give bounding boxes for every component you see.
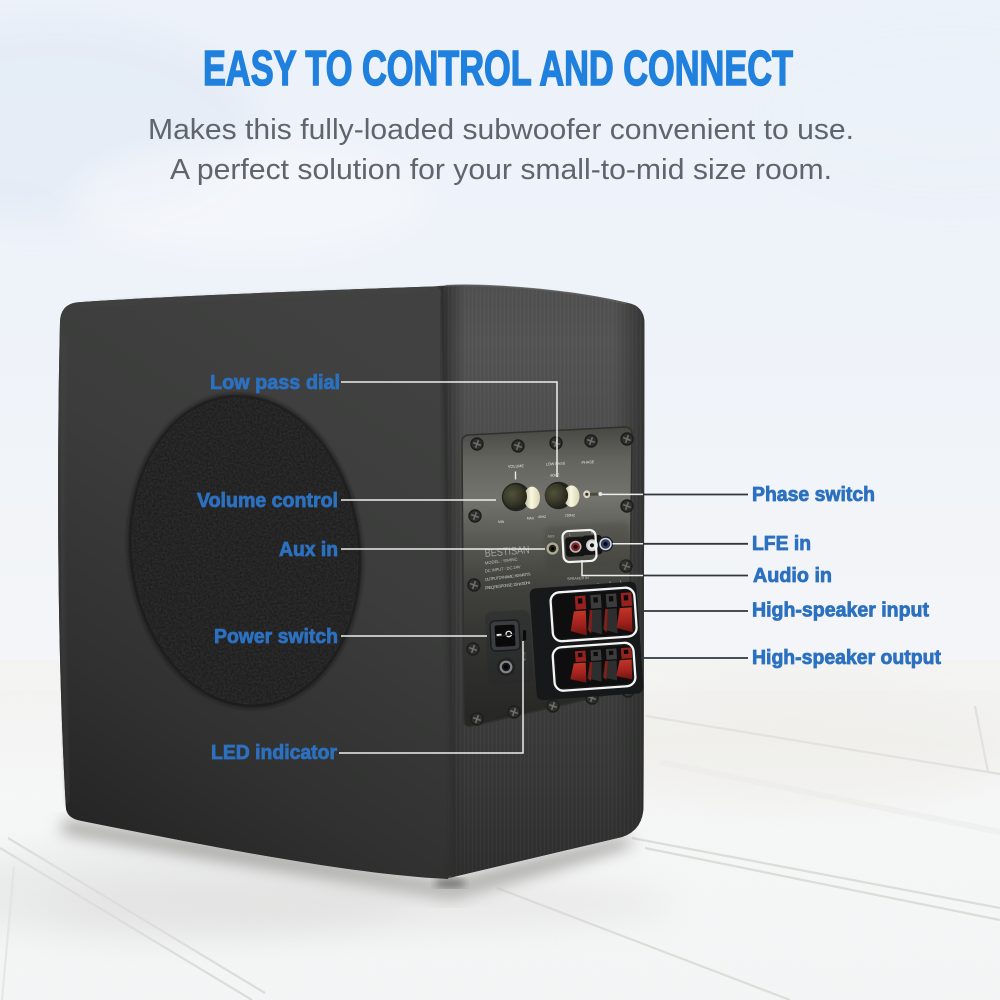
svg-text:VOLUME: VOLUME	[508, 464, 525, 469]
svg-text:MAX: MAX	[527, 517, 535, 521]
svg-text:80HZ: 80HZ	[550, 473, 560, 478]
svg-text:SPEAKER IN: SPEAKER IN	[567, 576, 589, 581]
svg-text:Power switch: Power switch	[214, 625, 338, 648]
svg-text:BESTISAN: BESTISAN	[484, 544, 530, 560]
svg-text:LOW PASS: LOW PASS	[546, 461, 566, 466]
svg-text:OUTPUT DYNAMIC : 60 WATTS: OUTPUT DYNAMIC : 60 WATTS	[485, 571, 532, 582]
svg-text:Phase switch: Phase switch	[752, 483, 875, 506]
svg-text:Aux in: Aux in	[279, 538, 338, 561]
svg-text:Audio in: Audio in	[753, 564, 832, 587]
svg-text:Low pass dial: Low pass dial	[210, 371, 340, 394]
svg-text:40HZ: 40HZ	[538, 515, 546, 519]
svg-text:High-speaker output: High-speaker output	[752, 646, 941, 669]
svg-text:+: +	[609, 581, 611, 585]
svg-text:MODEL : SW65C: MODEL : SW65C	[485, 557, 518, 566]
svg-text:DC INPUT : DC 24V: DC INPUT : DC 24V	[485, 564, 522, 573]
svg-text:A perfect solution for your sm: A perfect solution for your small-to-mid…	[170, 154, 832, 186]
svg-text:Volume control: Volume control	[197, 489, 338, 512]
svg-text:LFE in: LFE in	[752, 532, 811, 555]
svg-text:Makes this fully-loaded subwoo: Makes this fully-loaded subwoofer conven…	[148, 114, 854, 146]
svg-text:FREQ RESPONSE : 25Hz-200Hz: FREQ RESPONSE : 25Hz-200Hz	[485, 580, 531, 591]
svg-text:MIN: MIN	[498, 520, 505, 524]
svg-text:DC IN: DC IN	[522, 652, 527, 662]
svg-text:PHASE: PHASE	[581, 460, 595, 465]
svg-text:EASY TO CONTROL AND CONNECT: EASY TO CONTROL AND CONNECT	[203, 42, 793, 96]
svg-text:LED indicator: LED indicator	[211, 741, 337, 764]
svg-text:L: L	[620, 580, 622, 584]
svg-text:High-speaker input: High-speaker input	[752, 599, 929, 622]
svg-text:160HZ: 160HZ	[565, 514, 575, 518]
